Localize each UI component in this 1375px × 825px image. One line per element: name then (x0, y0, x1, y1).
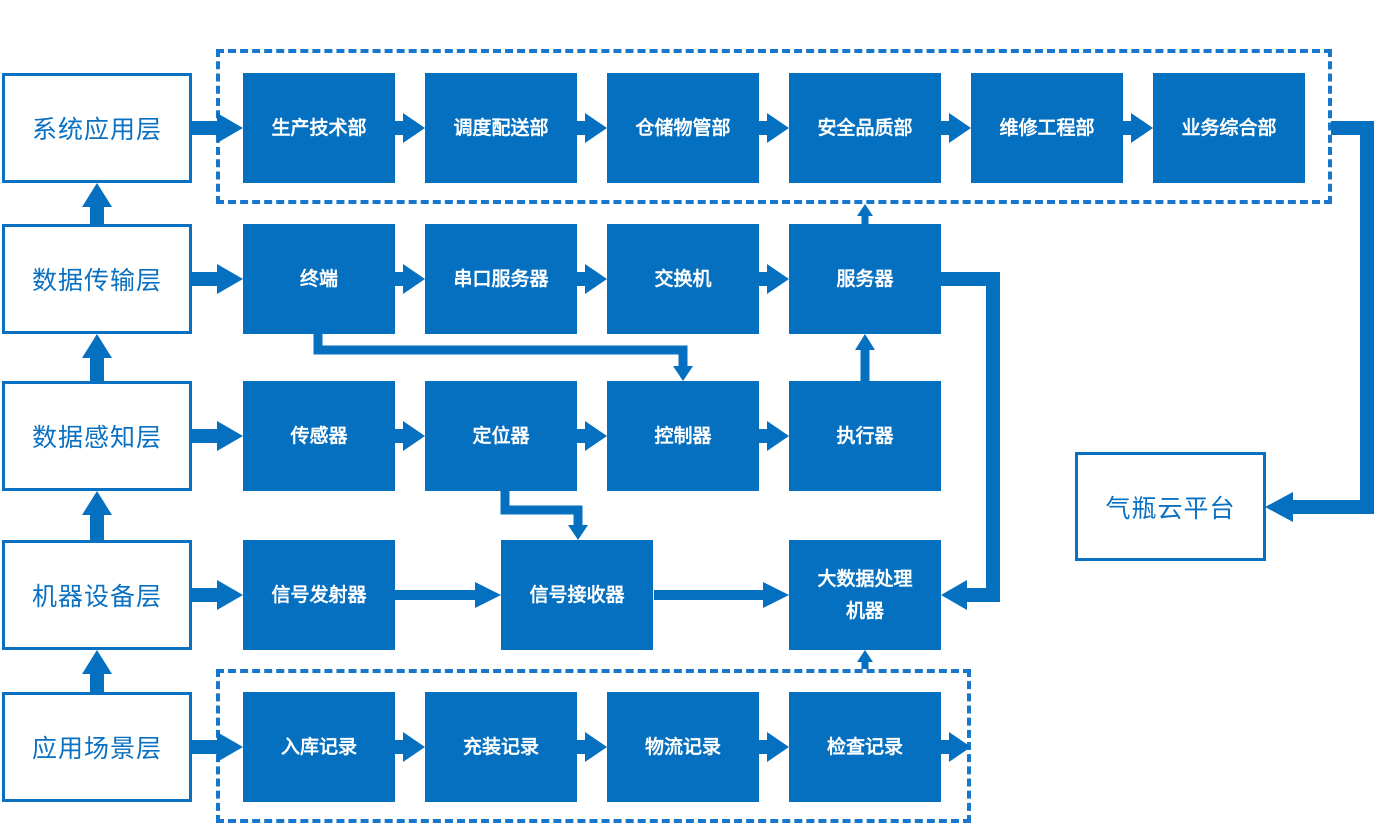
locator-to-receiver-arrow-shaft (500, 491, 583, 525)
app-chain-arrow-1-head (585, 113, 607, 143)
node-signal-receiver: 信号接收器 (501, 540, 653, 650)
scenario-to-bigdata-arrow-head (857, 650, 873, 662)
trans-chain-arrow-1-head (585, 264, 607, 294)
app-chain-arrow-1 (577, 113, 607, 143)
layer-arrow-0-head (217, 113, 243, 143)
node-inbound-record: 入库记录 (243, 692, 395, 802)
app-chain-arrow-0-head (403, 113, 425, 143)
transmitter-to-receiver-arrow (395, 582, 501, 608)
app-chain-arrow-4 (1123, 113, 1153, 143)
node-safety-quality: 安全品质部 (789, 73, 941, 183)
layer-arrow-3 (192, 580, 243, 610)
perc-chain-arrow-1-head (585, 421, 607, 451)
node-controller: 控制器 (607, 381, 759, 491)
node-big-data-machine: 大数据处理机器 (789, 540, 941, 650)
scene-chain-arrow-1 (577, 732, 607, 762)
layer-arrow-2-head (217, 421, 243, 451)
locator-to-receiver-arrow-head (568, 525, 588, 540)
scene-chain-arrow-0-head (403, 732, 425, 762)
perc-chain-arrow-2 (759, 421, 789, 451)
trans-chain-arrow-1 (577, 264, 607, 294)
scene-chain-arrow-0 (395, 732, 425, 762)
receiver-to-bigdata-arrow (654, 582, 789, 608)
node-logistics-record: 物流记录 (607, 692, 759, 802)
app-chain-arrow-3 (941, 113, 971, 143)
layer-arrow-1 (192, 264, 243, 294)
node-warehouse: 仓储物管部 (607, 73, 759, 183)
layer-up-arrow-3-head (82, 183, 112, 207)
app-chain-arrow-4-head (1131, 113, 1153, 143)
actuator-to-server-arrow-head (855, 334, 875, 350)
layer-arrow-2 (192, 421, 243, 451)
node-filling-record: 充装记录 (425, 692, 577, 802)
trans-chain-arrow-0-head (403, 264, 425, 294)
receiver-to-bigdata-arrow-head (763, 582, 789, 608)
scene-chain-arrow-2 (759, 732, 789, 762)
perc-chain-arrow-0-head (403, 421, 425, 451)
terminal-to-controller-arrow-shaft (313, 334, 688, 366)
perc-chain-arrow-2-head (767, 421, 789, 451)
layer-arrow-0 (192, 113, 243, 143)
cloud-platform-box: 气瓶云平台 (1075, 452, 1266, 561)
app-chain-arrow-2 (759, 113, 789, 143)
application-to-cloud-arrow (1265, 121, 1374, 522)
application-to-cloud-arrow-shaft (1293, 121, 1374, 514)
application-to-cloud-arrow-head (1265, 492, 1293, 522)
perc-chain-arrow-1 (577, 421, 607, 451)
scenario-to-bigdata-arrow (857, 650, 873, 669)
actuator-to-server-arrow (855, 334, 875, 381)
app-chain-arrow-0 (395, 113, 425, 143)
layer-up-arrow-2 (82, 334, 112, 381)
app-chain-arrow-2-head (767, 113, 789, 143)
perc-chain-arrow-0 (395, 421, 425, 451)
layer-data-transmission: 数据传输层 (2, 224, 192, 334)
trans-chain-arrow-2 (759, 264, 789, 294)
node-actuator: 执行器 (789, 381, 941, 491)
node-business: 业务综合部 (1153, 73, 1305, 183)
layer-up-arrow-3 (82, 183, 112, 224)
layer-application-scenario: 应用场景层 (2, 692, 192, 802)
node-switch: 交换机 (607, 224, 759, 334)
layer-up-arrow-1-head (82, 491, 112, 515)
layer-up-arrow-2-head (82, 334, 112, 358)
terminal-to-controller-arrow-head (673, 366, 693, 381)
trans-chain-arrow-0 (395, 264, 425, 294)
node-terminal: 终端 (243, 224, 395, 334)
server-to-bigdata-arrow (941, 272, 1000, 610)
server-to-application-arrow (857, 204, 873, 224)
app-chain-arrow-3-head (949, 113, 971, 143)
layer-up-arrow-0 (82, 650, 112, 692)
node-maintenance: 维修工程部 (971, 73, 1123, 183)
server-to-application-arrow-head (857, 204, 873, 216)
terminal-to-controller-arrow (313, 334, 693, 381)
layer-arrow-4 (192, 732, 243, 762)
layer-arrow-1-head (217, 264, 243, 294)
node-signal-transmitter: 信号发射器 (243, 540, 395, 650)
node-locator: 定位器 (425, 381, 577, 491)
node-inspection-record: 检查记录 (789, 692, 941, 802)
scene-chain-arrow-3 (941, 732, 971, 762)
node-dispatch: 调度配送部 (425, 73, 577, 183)
layer-data-perception: 数据感知层 (2, 381, 192, 491)
locator-to-receiver-arrow (500, 491, 588, 540)
layer-arrow-3-head (217, 580, 243, 610)
layer-system-application: 系统应用层 (2, 73, 192, 183)
transmitter-to-receiver-arrow-head (475, 582, 501, 608)
layer-arrow-4-head (217, 732, 243, 762)
server-to-bigdata-arrow-head (941, 580, 967, 610)
layer-up-arrow-0-head (82, 650, 112, 674)
layer-up-arrow-1 (82, 491, 112, 540)
scene-chain-arrow-1-head (585, 732, 607, 762)
trans-chain-arrow-2-head (767, 264, 789, 294)
node-big-data-machine-label: 大数据处理机器 (817, 568, 913, 622)
server-to-bigdata-arrow-shaft (941, 272, 1000, 602)
layer-machine-device: 机器设备层 (2, 540, 192, 650)
scene-chain-arrow-2-head (767, 732, 789, 762)
node-production-tech: 生产技术部 (243, 73, 395, 183)
scene-chain-arrow-3-head (949, 732, 971, 762)
node-serial-server: 串口服务器 (425, 224, 577, 334)
node-server: 服务器 (789, 224, 941, 334)
node-sensor: 传感器 (243, 381, 395, 491)
